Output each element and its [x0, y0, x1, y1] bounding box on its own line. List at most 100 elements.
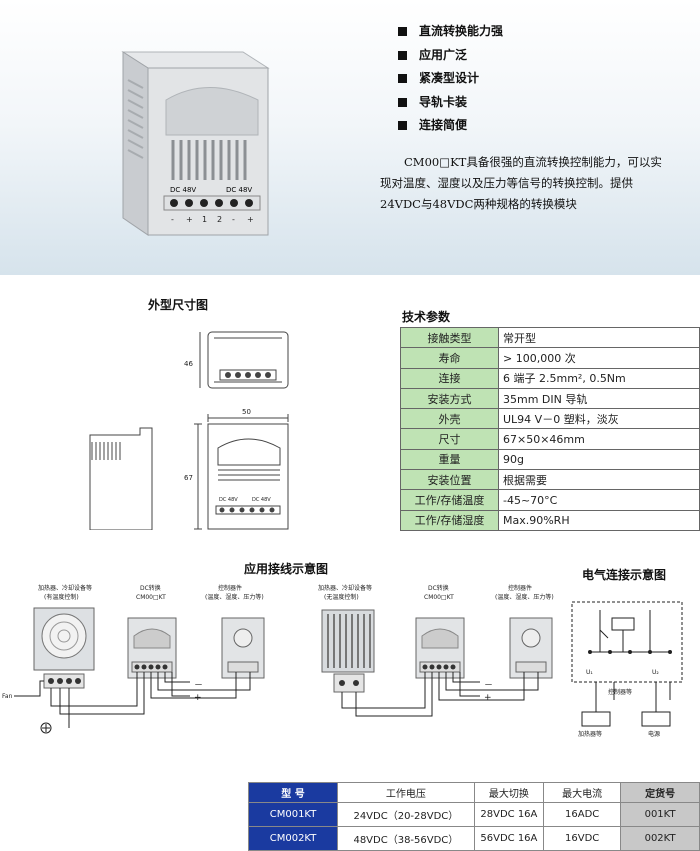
param-value: Max.90%RH	[498, 509, 700, 531]
left-converter-label-1: DC转换	[140, 584, 161, 592]
param-value: 根据需要	[498, 469, 700, 491]
cell-current: 16VDC	[543, 826, 622, 851]
table-row: CM002KT 48VDC（38-56VDC） 56VDC 16A 16VDC …	[247, 826, 700, 851]
left-minus-label: －	[194, 681, 203, 691]
param-value: 35mm DIN 导轨	[498, 387, 700, 410]
cell-model: CM001KT	[247, 802, 339, 827]
table-row: 工作/存储温度-45~70°C	[400, 489, 700, 511]
dim-height: 67	[184, 474, 193, 482]
product-image: DC 48V DC 48V - + 1 2 - +	[121, 51, 270, 236]
bullet-square-icon	[398, 50, 407, 60]
product-dc-label-left: DC 48V	[170, 186, 196, 194]
param-key: 尺寸	[400, 428, 499, 450]
tech-params-title: 技术参数	[402, 310, 451, 324]
wiring-diagram: 加热器、冷却设备等 (有温度控制) DC转换 CM00□KT 控制器件 (温度、…	[2, 584, 554, 734]
param-key: 工作/存储温度	[400, 489, 499, 511]
elec-u-right: U₂	[652, 669, 659, 676]
param-key: 接触类型	[400, 326, 499, 349]
dimension-drawing: 46 50 67 DC 48V DC 48V	[89, 331, 289, 530]
param-value: 90g	[498, 448, 700, 471]
right-controller-label-2: (温度、湿度、压力等)	[495, 593, 554, 601]
cell-switching: 56VDC 16A	[473, 826, 545, 851]
bullet-square-icon	[398, 27, 407, 36]
model-table: 型 号 工作电压 最大切换 最大电流 定货号 CM001KT 24VDC（20-…	[247, 782, 700, 851]
param-value: > 100,000 次	[498, 347, 700, 369]
feature-item: 导轨卡装	[398, 91, 503, 115]
left-fan-label: Fan	[2, 693, 13, 700]
param-key: 外壳	[400, 408, 499, 430]
right-converter-label-1: DC转换	[428, 584, 449, 592]
col-header-current: 最大电流	[543, 782, 622, 803]
table-row: 安装位置根据需要	[400, 469, 700, 491]
param-key: 工作/存储湿度	[400, 509, 499, 531]
elec-power-label: 电源	[648, 730, 660, 738]
elec-ctrl-label: 控制器等	[608, 688, 632, 696]
table-row: CM001KT 24VDC（20-28VDC） 28VDC 16A 16ADC …	[247, 802, 700, 827]
wiring-title: 应用接线示意图	[244, 562, 329, 576]
left-device-label-2: (有温度控制)	[44, 593, 79, 601]
right-minus-label: －	[484, 681, 493, 691]
param-key: 安装方式	[400, 387, 499, 410]
bullet-square-icon	[398, 121, 407, 130]
dim-dc-left: DC 48V	[219, 497, 238, 503]
right-converter-label-2: CM00□KT	[424, 594, 454, 601]
product-dc-label-right: DC 48V	[226, 186, 252, 194]
col-header-order: 定货号	[620, 782, 700, 803]
product-terminal-5: -	[232, 215, 235, 224]
feature-item: 紧凑型设计	[398, 67, 503, 91]
product-terminal-2: +	[186, 215, 193, 224]
elec-heater-label: 加热器等	[578, 730, 602, 738]
dim-width: 50	[242, 408, 251, 416]
cell-switching: 28VDC 16A	[473, 802, 545, 827]
product-terminal-4: 2	[217, 215, 222, 224]
param-value: 6 端子 2.5mm², 0.5Nm	[498, 367, 700, 389]
bullet-square-icon	[398, 74, 407, 83]
elec-u-left: U₁	[586, 669, 593, 676]
electrical-diagram: U₁ U₂ 控制器等 加热器等 电源	[571, 601, 683, 738]
dim-dc-right: DC 48V	[252, 497, 271, 503]
feature-list: 直流转换能力强 应用广泛 紧凑型设计 导轨卡装 连接简便	[398, 20, 503, 138]
cell-voltage: 48VDC（38-56VDC）	[337, 826, 475, 851]
product-description: CM00□KT具备很强的直流转换控制能力，可以实现对温度、湿度以及压力等信号的转…	[380, 155, 662, 211]
cell-voltage: 24VDC（20-28VDC）	[337, 802, 475, 827]
col-header-switching: 最大切换	[473, 782, 545, 803]
cell-model: CM002KT	[247, 826, 339, 851]
hero-banner	[0, 0, 700, 275]
dimensions-title: 外型尺寸图	[148, 298, 209, 312]
param-key: 安装位置	[400, 469, 499, 491]
right-controller-label-1: 控制器件	[508, 584, 532, 592]
right-device-label-1: 加热器、冷却设备等	[318, 584, 372, 592]
product-terminal-6: +	[247, 215, 254, 224]
param-value: UL94 V－0 塑料，淡灰	[498, 408, 700, 430]
cell-order: 002KT	[620, 826, 700, 851]
cell-order: 001KT	[620, 802, 700, 827]
table-row: 寿命> 100,000 次	[400, 347, 700, 369]
param-key: 连接	[400, 367, 499, 389]
left-controller-label-1: 控制器件	[218, 584, 242, 592]
feature-item: 直流转换能力强	[398, 20, 503, 44]
param-key: 重量	[400, 448, 499, 471]
param-value: 常开型	[498, 326, 700, 349]
col-header-model: 型 号	[247, 782, 339, 803]
param-value: 67×50×46mm	[498, 428, 700, 450]
bullet-square-icon	[398, 97, 407, 107]
dim-depth: 46	[184, 360, 193, 368]
left-device-label-1: 加热器、冷却设备等	[38, 584, 92, 592]
left-controller-label-2: (温度、湿度、压力等)	[205, 593, 264, 601]
cell-current: 16ADC	[543, 802, 622, 827]
product-terminal-3: 1	[202, 215, 207, 224]
left-converter-label-2: CM00□KT	[136, 594, 166, 601]
feature-item: 连接简便	[398, 114, 503, 138]
right-plus-label: +	[484, 693, 492, 703]
param-key: 寿命	[400, 347, 499, 369]
col-header-voltage: 工作电压	[337, 782, 475, 803]
electrical-title: 电气连接示意图	[582, 568, 667, 582]
table-header-row: 型 号 工作电压 最大切换 最大电流 定货号	[247, 782, 700, 803]
